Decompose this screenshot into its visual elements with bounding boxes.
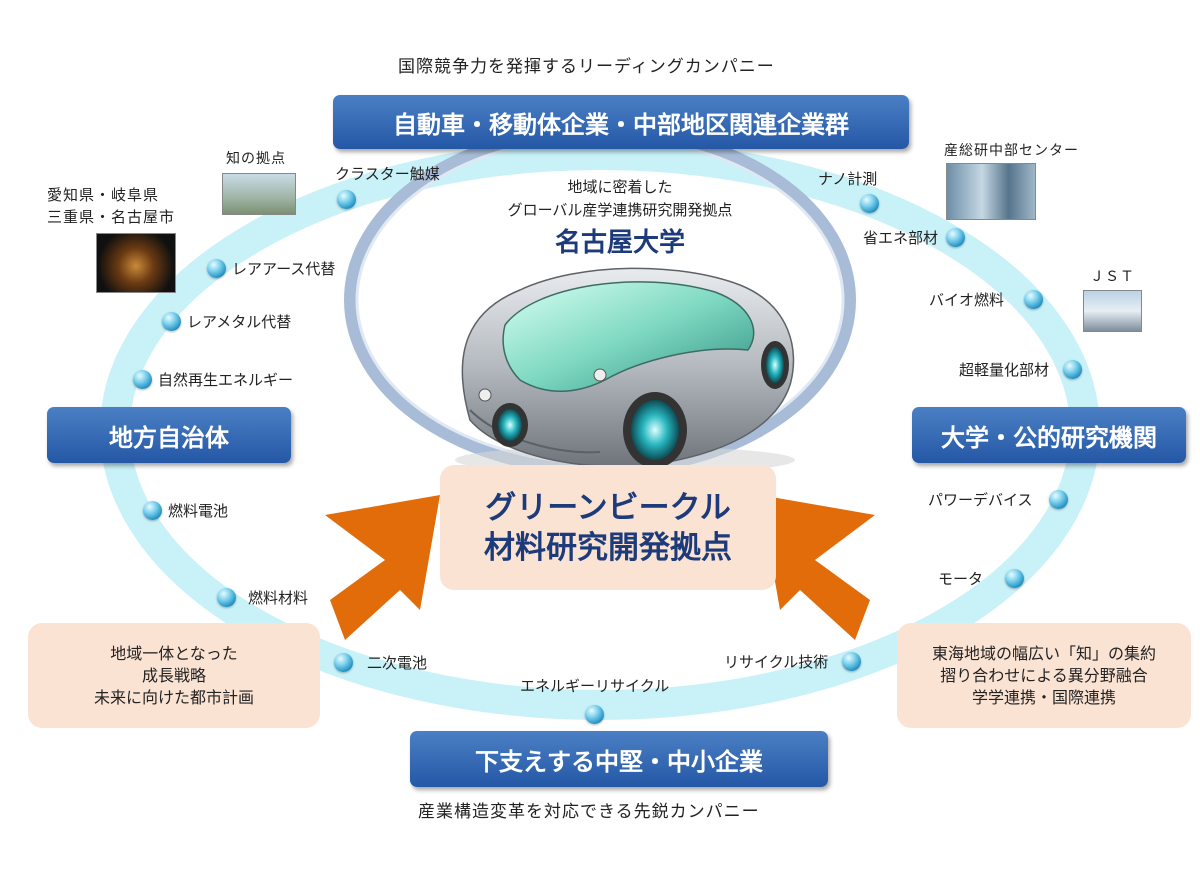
prefectures-label-1: 愛知県・岐阜県 bbox=[47, 186, 160, 204]
node-ball-icon bbox=[1063, 360, 1083, 379]
node-motor-label: モータ bbox=[938, 570, 984, 588]
right-note: 東海地域の幅広い「知」の集約 摺り合わせによる異分野融合 学学連携・国際連携 bbox=[897, 623, 1191, 728]
node-ball-icon bbox=[1048, 490, 1068, 509]
jst-label: ＪＳＴ bbox=[1090, 269, 1135, 285]
node-nano-measure-label: ナノ計測 bbox=[818, 170, 878, 188]
node-motor: モータ bbox=[932, 568, 1025, 589]
prefectures-photo bbox=[96, 233, 176, 293]
node-renewable: 自然再生エネルギー bbox=[133, 369, 299, 390]
node-ball-icon bbox=[207, 259, 226, 278]
knowledge-hub-label: 知の拠点 bbox=[226, 151, 286, 167]
node-ball-icon bbox=[1024, 290, 1044, 309]
node-rare-earth-label: レアアース代替 bbox=[232, 260, 336, 278]
node-rare-earth: レアアース代替 bbox=[207, 258, 341, 279]
right-arrow bbox=[760, 495, 875, 640]
node-rare-metal-label: レアメタル代替 bbox=[187, 313, 292, 331]
node-fuel-cell: 燃料電池 bbox=[143, 500, 234, 521]
center-subtitle-2: グローバル産学連携研究開発拠点 bbox=[507, 201, 733, 219]
node-ball-icon bbox=[143, 501, 162, 520]
node-biofuel: バイオ燃料 bbox=[923, 289, 1044, 310]
node-recycle-tech-label: リサイクル技術 bbox=[724, 653, 829, 671]
node-energy-saving-label: 省エネ部材 bbox=[863, 229, 939, 247]
node-energy-recycle-label: エネルギーリサイクル bbox=[520, 677, 670, 695]
node-ball-icon bbox=[133, 370, 152, 389]
node-renewable-label: 自然再生エネルギー bbox=[158, 371, 294, 389]
node-ball-icon bbox=[842, 652, 862, 671]
node-recycle-tech: リサイクル技術 bbox=[718, 651, 862, 672]
node-ultralight: 超軽量化部材 bbox=[953, 359, 1083, 380]
hub-box: グリーンビークル 材料研究開発拠点 bbox=[440, 465, 776, 590]
box-automotive-companies: 自動車・移動体企業・中部地区関連企業群 bbox=[333, 95, 909, 149]
top-caption: 国際競争力を発揮するリーディングカンパニー bbox=[398, 57, 775, 77]
left-note-line-2: 成長戦略 bbox=[141, 665, 206, 685]
prefectures-label-2: 三重県・名古屋市 bbox=[47, 208, 176, 226]
hub-line-1: グリーンビークル bbox=[485, 489, 731, 526]
left-arrow bbox=[325, 495, 440, 640]
node-ball-icon bbox=[585, 705, 605, 724]
node-ball-icon bbox=[860, 194, 880, 213]
node-power-device-label: パワーデバイス bbox=[928, 491, 1033, 509]
right-note-line-3: 学学連携・国際連携 bbox=[971, 687, 1116, 707]
node-nano-measure: ナノ計測 bbox=[818, 168, 880, 213]
university-name: 名古屋大学 bbox=[554, 228, 685, 258]
knowledge-hub-photo bbox=[222, 173, 296, 215]
node-secondary-battery: 二次電池 bbox=[334, 652, 433, 673]
node-secondary-battery-label: 二次電池 bbox=[367, 654, 428, 672]
node-rare-metal: レアメタル代替 bbox=[162, 311, 297, 332]
node-fuel-cell-label: 燃料電池 bbox=[168, 502, 229, 520]
hub-line-2: 材料研究開発拠点 bbox=[484, 529, 732, 566]
box-universities: 大学・公的研究機関 bbox=[912, 407, 1186, 463]
node-biofuel-label: バイオ燃料 bbox=[929, 291, 1005, 309]
node-ball-icon bbox=[337, 190, 356, 209]
node-ball-icon bbox=[162, 312, 181, 331]
box-sme: 下支えする中堅・中小企業 bbox=[410, 731, 828, 787]
left-note-line-3: 未来に向けた都市計画 bbox=[93, 687, 254, 707]
box-local-government: 地方自治体 bbox=[47, 407, 291, 463]
right-note-line-2: 摺り合わせによる異分野融合 bbox=[940, 665, 1148, 685]
node-ball-icon bbox=[217, 588, 236, 607]
node-energy-recycle: エネルギーリサイクル bbox=[520, 675, 669, 724]
node-fuel-material: 燃料材料 bbox=[217, 587, 314, 608]
node-cluster-catalyst-label: クラスター触媒 bbox=[335, 165, 440, 183]
node-ball-icon bbox=[1005, 569, 1025, 588]
node-ultralight-label: 超軽量化部材 bbox=[959, 361, 1050, 379]
center-subtitle-1: 地域に密着した bbox=[567, 178, 673, 196]
jst-photo bbox=[1083, 290, 1142, 332]
bottom-caption: 産業構造変革を対応できる先鋭カンパニー bbox=[418, 802, 760, 822]
node-cluster-catalyst: クラスター触媒 bbox=[335, 163, 440, 209]
node-power-device: パワーデバイス bbox=[922, 489, 1068, 510]
node-fuel-material-label: 燃料材料 bbox=[248, 589, 309, 607]
node-ball-icon bbox=[334, 653, 353, 672]
aist-label: 産総研中部センター bbox=[944, 143, 1079, 159]
node-energy-saving: 省エネ部材 bbox=[857, 227, 966, 248]
right-note-line-1: 東海地域の幅広い「知」の集約 bbox=[931, 643, 1156, 663]
left-note-line-1: 地域一体となった bbox=[110, 643, 238, 663]
aist-photo bbox=[946, 163, 1036, 220]
left-note: 地域一体となった 成長戦略 未来に向けた都市計画 bbox=[28, 623, 320, 728]
node-ball-icon bbox=[946, 228, 966, 247]
